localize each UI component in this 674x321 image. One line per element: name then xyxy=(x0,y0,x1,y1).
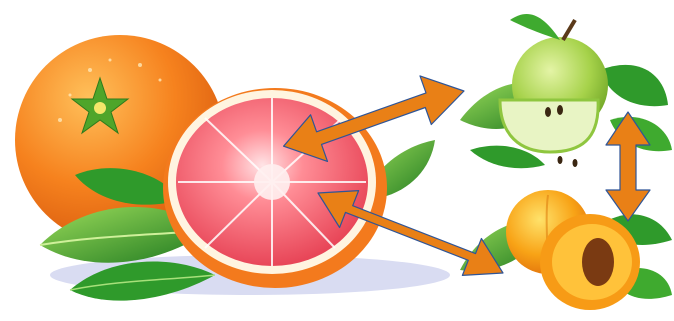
grapefruit-half-icon xyxy=(163,88,387,288)
apricot-icon xyxy=(460,190,672,310)
